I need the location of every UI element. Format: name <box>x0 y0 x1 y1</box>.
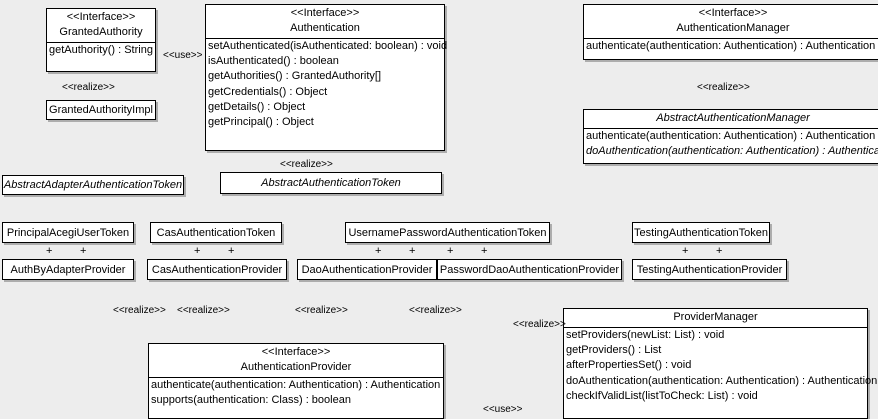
class-name-abstract-authentication-manager: AbstractAuthenticationManager <box>656 112 810 124</box>
method-list-authentication-manager: authenticate(authentication: Authenticat… <box>584 39 878 54</box>
class-box-abstract-adapter-authentication-token[interactable]: AbstractAdapterAuthenticationToken <box>2 175 184 195</box>
class-box-provider-manager[interactable]: ProviderManager setProviders(newList: Li… <box>563 308 878 419</box>
stereotype-interface: <<Interface>> <box>290 7 360 19</box>
method-get-details: getDetails() : Object <box>208 100 306 113</box>
multiplicity-marker: + <box>46 245 53 257</box>
class-box-auth-by-adapter-provider[interactable]: AuthByAdapterProvider <box>2 259 134 280</box>
class-box-abstract-authentication-manager[interactable]: AbstractAuthenticationManager authentica… <box>583 109 878 164</box>
class-name-testing-authentication-token: TestingAuthenticationToken <box>634 226 768 239</box>
class-name-testing-authentication-provider: TestingAuthenticationProvider <box>636 263 783 276</box>
class-name-cas-authentication-provider: CasAuthenticationProvider <box>151 263 283 276</box>
method-authenticate: authenticate(authentication: Authenticat… <box>151 379 441 391</box>
method-authenticate: authenticate(authentication: Authenticat… <box>586 40 876 52</box>
class-box-testing-authentication-provider[interactable]: TestingAuthenticationProvider <box>632 259 787 280</box>
divider <box>47 42 155 43</box>
class-name-abstract-adapter-authentication-token: AbstractAdapterAuthenticationToken <box>3 179 183 191</box>
class-box-abstract-authentication-token[interactable]: AbstractAuthenticationToken <box>220 172 442 194</box>
class-name-abstract-authentication-token: AbstractAuthenticationToken <box>261 177 401 189</box>
stereotype-interface: <<Interface>> <box>261 346 331 358</box>
method-check-if-valid-list: checkIfValidList(listToCheck: List) : vo… <box>566 389 758 402</box>
multiplicity-marker: + <box>682 245 689 257</box>
edge-label-realize-dao-authentication-provider: <<realize>> <box>295 305 348 316</box>
class-name-cas-authentication-token: CasAuthenticationToken <box>156 226 276 239</box>
divider <box>584 38 878 39</box>
class-name-authentication-manager: AuthenticationManager <box>676 22 790 34</box>
class-header-granted-authority: <<Interface>> GrantedAuthority <box>47 9 155 42</box>
class-name-granted-authority: GrantedAuthority <box>59 26 143 38</box>
method-get-providers: getProviders() : List <box>566 344 662 357</box>
class-box-password-dao-authentication-provider[interactable]: PasswordDaoAuthenticationProvider <box>437 259 622 280</box>
method-list-authentication: setAuthenticated(isAuthenticated: boolea… <box>206 39 448 130</box>
class-name-dao-authentication-provider: DaoAuthenticationProvider <box>301 263 433 276</box>
stereotype-interface: <<Interface>> <box>698 7 768 19</box>
method-set-providers: setProviders(newList: List) : void <box>566 329 725 341</box>
class-box-authentication-provider[interactable]: <<Interface>> AuthenticationProvider aut… <box>148 343 444 419</box>
class-name-granted-authority-impl: GrantedAuthorityImpl <box>49 104 153 116</box>
class-box-granted-authority-impl[interactable]: GrantedAuthorityImpl <box>46 100 156 120</box>
method-get-credentials: getCredentials() : Object <box>208 85 328 98</box>
multiplicity-marker: + <box>481 245 488 257</box>
multiplicity-marker: + <box>409 245 416 257</box>
class-header-abstract-authentication-manager: AbstractAuthenticationManager <box>584 110 878 128</box>
method-list-provider-manager: setProviders(newList: List) : void getPr… <box>564 328 878 404</box>
divider <box>584 128 878 129</box>
method-list-granted-authority: getAuthority() : String <box>47 43 155 58</box>
class-name-authentication: Authentication <box>290 22 360 34</box>
class-box-authentication[interactable]: <<Interface>> Authentication setAuthenti… <box>205 4 448 151</box>
class-name-provider-manager: ProviderManager <box>673 311 758 323</box>
method-list-abstract-authentication-manager: authenticate(authentication: Authenticat… <box>584 129 878 159</box>
class-header-authentication-provider: <<Interface>> AuthenticationProvider <box>149 344 443 377</box>
method-list-authentication-provider: authenticate(authentication: Authenticat… <box>149 378 443 408</box>
class-box-principal-acegi-user-token[interactable]: PrincipalAcegiUserToken <box>2 222 134 243</box>
divider <box>149 377 443 378</box>
edge-label-use-granted-authority: <<use>> <box>163 50 203 61</box>
edge-label-realize-testing-authentication-provider: <<realize>> <box>513 319 566 330</box>
method-get-authority: getAuthority() : String <box>49 44 153 56</box>
edge-label-use-provider-manager: <<use>> <box>483 404 523 415</box>
class-box-username-password-authentication-token[interactable]: UsernamePasswordAuthenticationToken <box>345 222 550 243</box>
method-authenticate: authenticate(authentication: Authenticat… <box>586 130 876 142</box>
method-do-authentication: doAuthentication(authentication: Authent… <box>586 145 878 158</box>
class-name-auth-by-adapter-provider: AuthByAdapterProvider <box>10 263 126 276</box>
class-box-authentication-manager[interactable]: <<Interface>> AuthenticationManager auth… <box>583 4 878 60</box>
edge-label-realize-auth-by-adapter-provider: <<realize>> <box>113 305 166 316</box>
divider <box>564 327 867 328</box>
stereotype-interface: <<Interface>> <box>66 11 136 23</box>
class-name-authentication-provider: AuthenticationProvider <box>240 361 352 373</box>
multiplicity-marker: + <box>194 245 201 257</box>
edge-label-realize-password-dao-authentication-provider: <<realize>> <box>409 305 462 316</box>
method-is-authenticated: isAuthenticated() : boolean <box>208 55 339 68</box>
multiplicity-marker: + <box>447 245 454 257</box>
method-after-properties-set: afterPropertiesSet() : void <box>566 359 692 372</box>
class-header-authentication: <<Interface>> Authentication <box>206 5 444 38</box>
method-set-authenticated: setAuthenticated(isAuthenticated: boolea… <box>208 40 448 52</box>
multiplicity-marker: + <box>80 245 87 257</box>
method-get-authorities: getAuthorities() : GrantedAuthority[] <box>208 70 382 83</box>
multiplicity-marker: + <box>228 245 235 257</box>
class-box-granted-authority[interactable]: <<Interface>> GrantedAuthority getAuthor… <box>46 8 156 72</box>
class-header-provider-manager: ProviderManager <box>564 309 867 327</box>
class-name-username-password-authentication-token: UsernamePasswordAuthenticationToken <box>348 226 547 239</box>
class-box-dao-authentication-provider[interactable]: DaoAuthenticationProvider <box>297 259 437 280</box>
edge-label-realize-cas-authentication-provider: <<realize>> <box>177 305 230 316</box>
method-do-authentication: doAuthentication(authentication: Authent… <box>566 374 878 387</box>
divider <box>206 38 444 39</box>
multiplicity-marker: + <box>375 245 382 257</box>
method-supports: supports(authentication: Class) : boolea… <box>151 394 351 407</box>
multiplicity-marker: + <box>716 245 723 257</box>
edge-label-realize-abstract-authentication-token: <<realize>> <box>280 159 333 170</box>
class-box-cas-authentication-token[interactable]: CasAuthenticationToken <box>150 222 282 243</box>
edge-label-realize-abstract-authentication-manager: <<realize>> <box>697 82 750 93</box>
edge-label-realize-granted-authority-impl: <<realize>> <box>62 82 115 93</box>
method-get-principal: getPrincipal() : Object <box>208 116 314 129</box>
class-header-authentication-manager: <<Interface>> AuthenticationManager <box>584 5 878 38</box>
class-name-password-dao-authentication-provider: PasswordDaoAuthenticationProvider <box>439 263 620 276</box>
class-box-testing-authentication-token[interactable]: TestingAuthenticationToken <box>632 222 770 243</box>
class-box-cas-authentication-provider[interactable]: CasAuthenticationProvider <box>147 259 287 280</box>
class-name-principal-acegi-user-token: PrincipalAcegiUserToken <box>6 226 130 239</box>
